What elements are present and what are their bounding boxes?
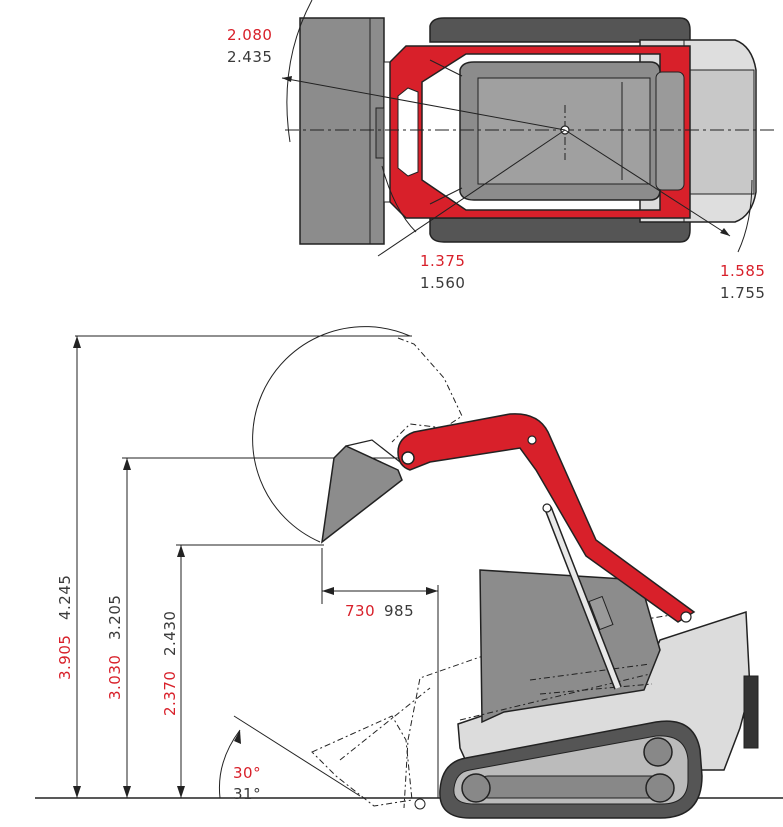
hinge-pin-height-red: 3.030 — [106, 655, 124, 700]
approach-angle-arc — [218, 729, 241, 799]
bucket-swing-arc — [252, 326, 411, 543]
track-sprocket — [643, 737, 673, 767]
approach-angle-red: 30° — [233, 764, 261, 782]
front-swing-arc — [286, 0, 313, 143]
front-radius-red: 2.080 — [227, 26, 272, 44]
arm-pivot-pin — [680, 611, 692, 623]
left-rear-swing-arc — [381, 165, 417, 233]
side-view: 3.905 4.245 3.030 3.205 2.370 2.430 730 … — [35, 326, 783, 819]
right-rear-radius-line — [564, 129, 731, 237]
approach-angle-gray: 31° — [233, 785, 261, 803]
left-rear-radius-line — [377, 129, 566, 257]
front-radius-gray: 2.435 — [227, 48, 272, 66]
lift-arm — [397, 413, 696, 623]
right-rear-swing-arc — [737, 179, 753, 253]
arm-upper-pin — [527, 435, 537, 445]
dump-height-red: 2.370 — [161, 671, 179, 716]
dump-height-gray: 2.430 — [161, 611, 179, 656]
max-pin-height-red: 3.905 — [56, 635, 74, 680]
dump-reach-red: 730 — [345, 602, 375, 620]
top-track-lower — [429, 217, 691, 243]
cylinder-pin — [542, 503, 552, 513]
left-rear-radius-red: 1.375 — [420, 252, 465, 270]
top-bucket — [299, 17, 385, 245]
hinge-pin-height-gray: 3.205 — [106, 595, 124, 640]
top-track-upper — [429, 17, 691, 43]
front-radius-line — [281, 77, 566, 131]
top-view: 2.080 2.435 1.375 1.560 1.585 1.755 — [227, 0, 775, 302]
right-rear-radius-red: 1.585 — [720, 262, 765, 280]
left-rear-radius-gray: 1.560 — [420, 274, 465, 292]
lowered-bucket-outline — [311, 715, 413, 807]
track-idler-front — [461, 773, 491, 803]
loader-bucket — [320, 445, 403, 544]
bucket-hinge-pin — [401, 451, 415, 465]
max-pin-height-gray: 4.245 — [56, 575, 74, 620]
right-rear-radius-gray: 1.755 — [720, 284, 765, 302]
top-lift-frame — [389, 45, 691, 219]
track-idler-rear — [645, 773, 675, 803]
approach-angle-line — [233, 715, 361, 797]
raised-bucket-outline — [391, 337, 463, 443]
dump-reach-gray: 985 — [384, 602, 414, 620]
